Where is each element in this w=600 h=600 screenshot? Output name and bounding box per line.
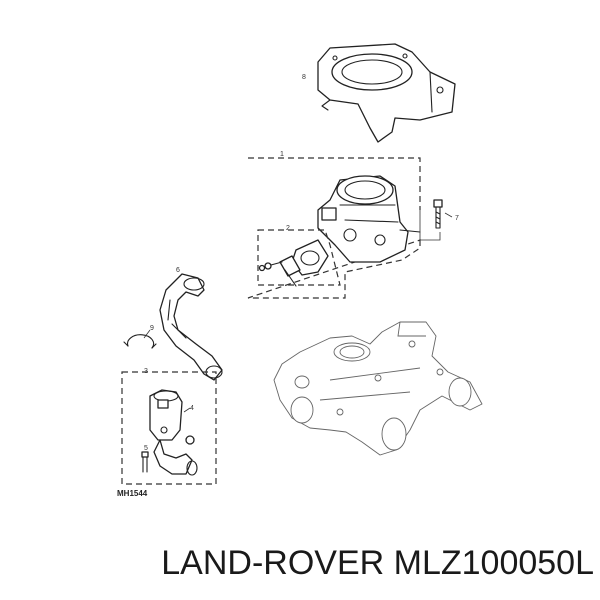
callout-3: 3 (144, 368, 148, 375)
idle-valve-part-4 (149, 389, 198, 476)
throttle-body (317, 175, 421, 263)
throttle-sensor-part-2 (258, 239, 329, 287)
callout-5: 5 (144, 445, 148, 452)
hose-part-6 (159, 273, 223, 381)
clip-part-9 (123, 334, 157, 349)
screw-part-5 (141, 451, 149, 473)
leader-4 (183, 407, 191, 413)
callout-8: 8 (302, 74, 306, 81)
leader-to-part-1 (419, 210, 441, 241)
callout-1: 1 (280, 151, 284, 158)
callout-2: 2 (286, 225, 290, 232)
group-box-2 (257, 229, 341, 286)
callout-7: 7 (455, 215, 459, 222)
drawing-code: MH1544 (117, 489, 148, 498)
callout-4: 4 (190, 405, 194, 412)
intake-manifold (273, 321, 483, 456)
callout-6: 6 (176, 267, 180, 274)
leader-7 (444, 212, 453, 218)
leader-9 (143, 329, 151, 339)
callout-9: 9 (150, 325, 154, 332)
part-number-caption: LAND-ROVER MLZ100050L (161, 544, 594, 582)
group-box-3 (121, 371, 217, 485)
group-box-1 (247, 157, 421, 299)
bolt-part-7 (433, 199, 443, 229)
bracket-part-8 (317, 43, 456, 143)
